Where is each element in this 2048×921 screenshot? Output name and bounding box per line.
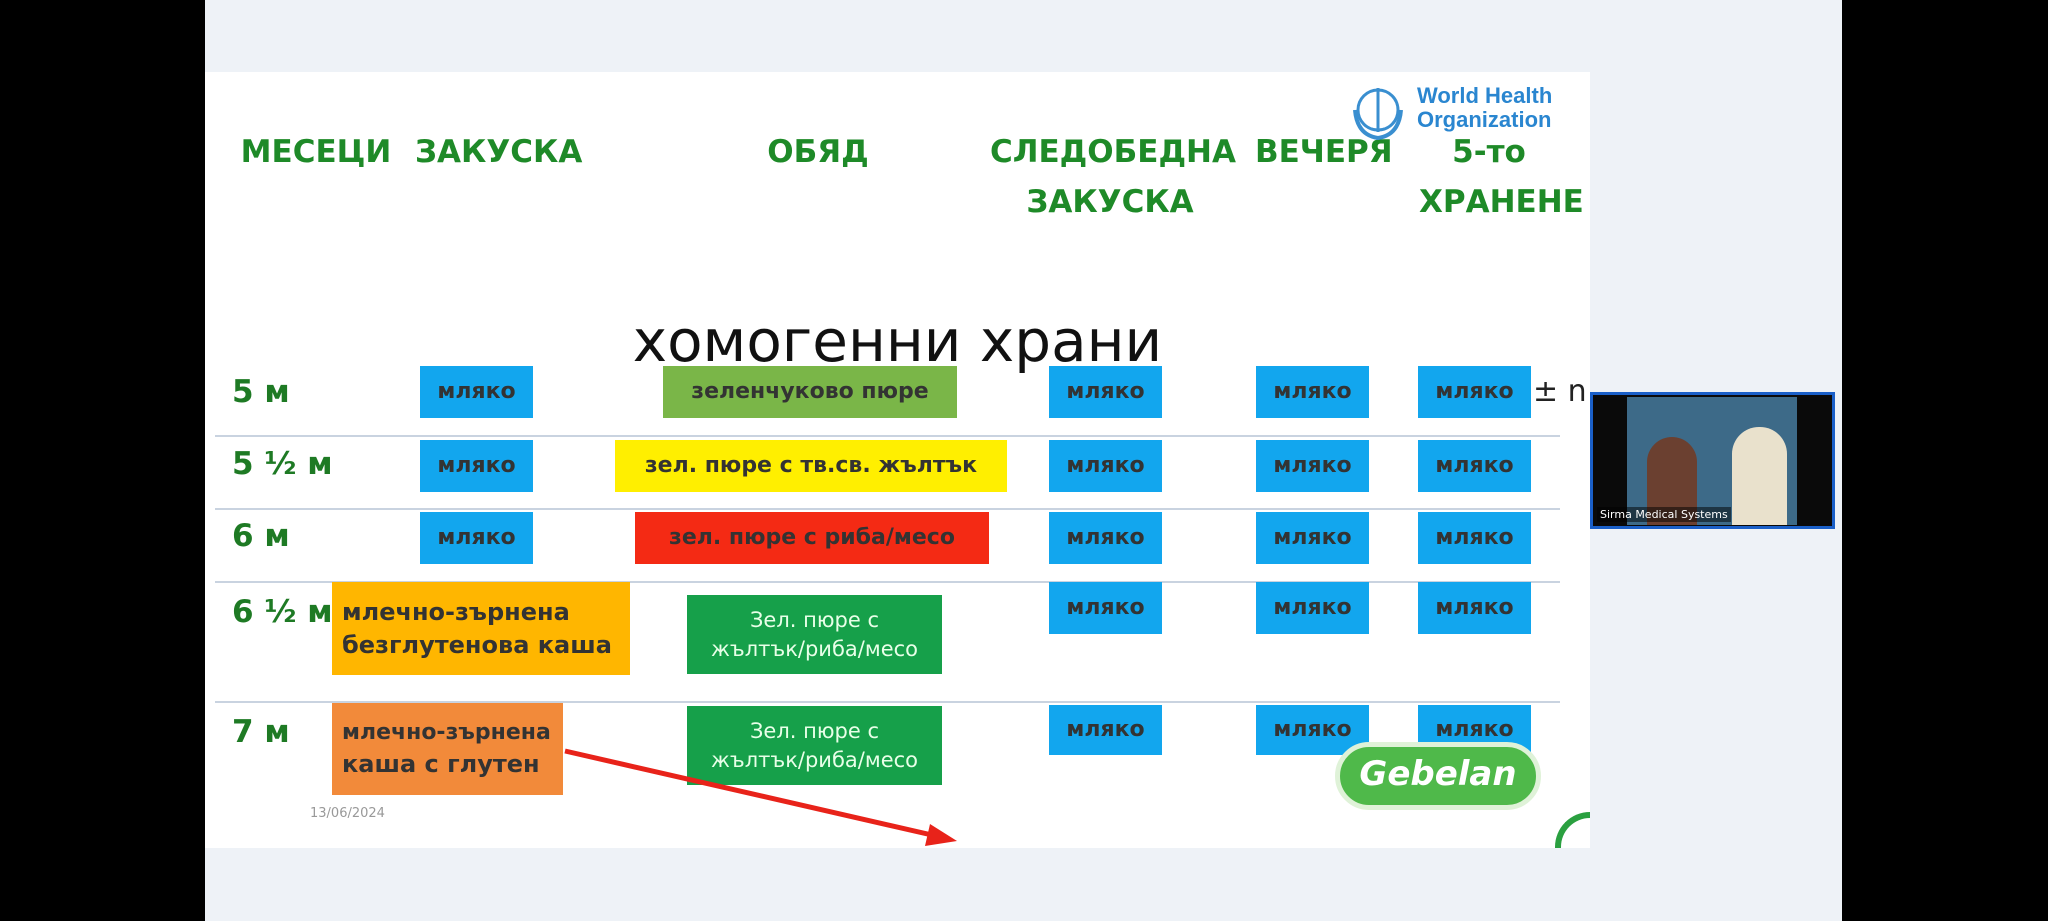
header-fifth-line2: ХРАНЕНЕ bbox=[1419, 184, 1584, 220]
month-label: 5 м bbox=[232, 374, 290, 410]
afternoon-cell: мляко bbox=[1049, 440, 1162, 492]
header-afternoon-line2: ЗАКУСКА bbox=[1026, 184, 1194, 220]
row-divider bbox=[215, 435, 1560, 437]
month-label: 6 м bbox=[232, 518, 290, 554]
fifth-meal-cell: мляко bbox=[1418, 512, 1531, 564]
cell-line: жълтък/риба/месо bbox=[710, 636, 919, 661]
header-afternoon: СЛЕДОБЕДНА ЗАКУСКА bbox=[990, 127, 1236, 227]
lunch-cell: зел. пюре с риба/месо bbox=[635, 512, 989, 564]
fifth-meal-cell: мляко bbox=[1418, 440, 1531, 492]
cell-line: Зел. пюре с bbox=[749, 608, 880, 633]
who-line1: World Health bbox=[1417, 83, 1553, 108]
afternoon-cell: мляко bbox=[1049, 705, 1162, 755]
row-divider bbox=[215, 581, 1560, 583]
dinner-cell: мляко bbox=[1256, 582, 1369, 634]
breakfast-cell: мляко bbox=[420, 440, 533, 492]
header-months: МЕСЕЦИ bbox=[240, 134, 392, 170]
month-label: 7 м bbox=[232, 714, 290, 750]
cell-line: безглутенова каша bbox=[342, 630, 612, 659]
lunch-cell: Зел. пюре с жълтък/риба/месо bbox=[687, 595, 942, 674]
who-emblem-icon bbox=[1353, 88, 1403, 141]
who-line2: Organization bbox=[1417, 107, 1552, 132]
month-label: 6 ½ м bbox=[232, 594, 333, 630]
cell-line: каша с глутен bbox=[342, 749, 540, 778]
who-logo: World Health Organization bbox=[1345, 80, 1585, 146]
dinner-cell: мляко bbox=[1256, 366, 1369, 418]
red-arrow-annotation bbox=[564, 748, 957, 846]
afternoon-cell: мляко bbox=[1049, 582, 1162, 634]
cell-line: жълтък/риба/месо bbox=[710, 747, 919, 772]
header-afternoon-line1: СЛЕДОБЕДНА bbox=[990, 134, 1236, 170]
video-caption: Sirma Medical Systems bbox=[1597, 507, 1731, 522]
breakfast-cell: млечно-зърнена безглутенова каша bbox=[332, 582, 630, 675]
fifth-meal-cell: мляко bbox=[1418, 366, 1531, 418]
cell-line: млечно-зърнена bbox=[342, 719, 551, 745]
breakfast-cell: млечно-зърнена каша с глутен bbox=[332, 703, 563, 795]
afternoon-cell: мляко bbox=[1049, 512, 1162, 564]
gebelan-logo-text: Gebelan bbox=[1359, 754, 1517, 794]
plus-minus-note: ± n bbox=[1533, 374, 1587, 409]
afternoon-cell: мляко bbox=[1049, 366, 1162, 418]
dinner-cell: мляко bbox=[1256, 512, 1369, 564]
row-divider bbox=[215, 701, 1560, 703]
slide-title: хомогенни храни bbox=[632, 307, 1163, 375]
cell-line: млечно-зърнена bbox=[342, 598, 570, 627]
header-dinner: ВЕЧЕРЯ bbox=[1255, 134, 1393, 170]
breakfast-cell: мляко bbox=[420, 512, 533, 564]
fifth-meal-cell: мляко bbox=[1418, 582, 1531, 634]
cell-line: Зел. пюре с bbox=[749, 719, 880, 744]
header-lunch: ОБЯД bbox=[767, 134, 869, 170]
header-breakfast: ЗАКУСКА bbox=[415, 134, 583, 170]
presentation-slide: МЕСЕЦИ ЗАКУСКА ОБЯД СЛЕДОБЕДНА ЗАКУСКА ВЕ… bbox=[205, 72, 1590, 848]
video-thumbnail[interactable]: Sirma Medical Systems bbox=[1590, 392, 1835, 529]
row-divider bbox=[215, 508, 1560, 510]
lunch-cell: Зел. пюре с жълтък/риба/месо bbox=[687, 706, 942, 785]
participant-right bbox=[1732, 427, 1787, 525]
gebelan-logo: Gebelan bbox=[1335, 732, 1541, 822]
month-label: 5 ½ м bbox=[232, 446, 333, 482]
slide-date: 13/06/2024 bbox=[310, 806, 385, 821]
header-fifth-line1: 5-то bbox=[1452, 134, 1526, 170]
who-logo-text: World Health Organization bbox=[1417, 84, 1552, 132]
video-feed bbox=[1627, 397, 1797, 525]
dinner-cell: мляко bbox=[1256, 440, 1369, 492]
lunch-cell: зеленчуково пюре bbox=[663, 366, 957, 418]
lunch-cell: зел. пюре с тв.св. жълтък bbox=[615, 440, 1007, 492]
dinner-cell: мляко bbox=[1256, 705, 1369, 755]
breakfast-cell: мляко bbox=[420, 366, 533, 418]
